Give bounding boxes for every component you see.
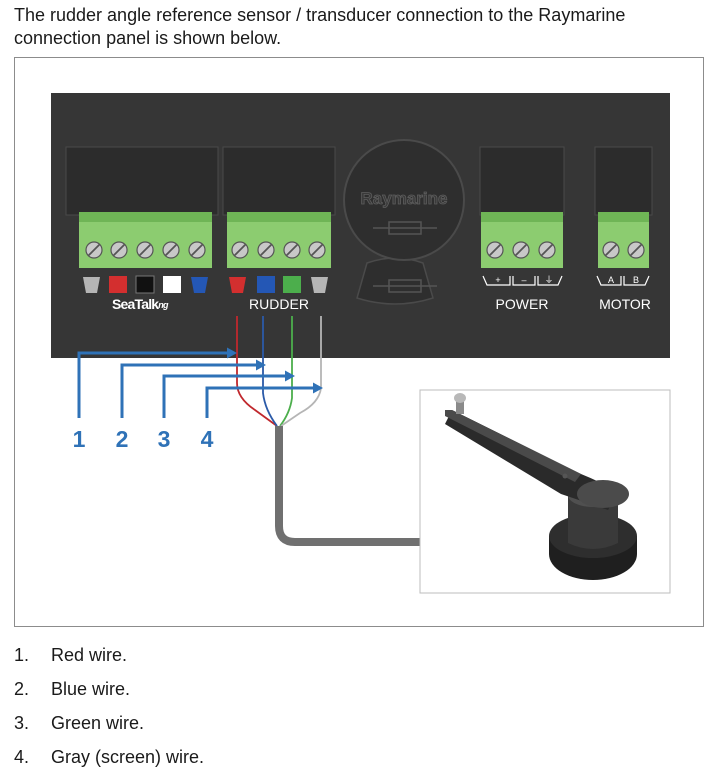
diagram-drawing: Raymarine SeaTalkng — [51, 93, 671, 594]
callout-4: 4 — [201, 426, 214, 452]
callout-arrow-1 — [227, 347, 237, 359]
blue-wire — [262, 316, 278, 427]
raymarine-logo-badge: Raymarine — [343, 139, 465, 305]
legend-item: 2. Blue wire. — [14, 672, 204, 706]
power-housing — [479, 146, 565, 216]
power-terminal-minus: – — [521, 275, 526, 285]
sensor-cable — [275, 426, 421, 546]
callout-arrow-4 — [313, 382, 323, 394]
rudder-label: RUDDER — [249, 296, 309, 312]
legend-text: Green wire. — [51, 713, 145, 733]
legend-text: Gray (screen) wire. — [51, 747, 205, 767]
green-wire — [279, 316, 293, 427]
motor-terminal-a: A — [608, 275, 614, 285]
legend-item: 3. Green wire. — [14, 706, 204, 740]
rudder-sensor-illustration — [419, 389, 671, 594]
legend-number: 4. — [14, 747, 30, 767]
intro-text: The rudder angle reference sensor / tran… — [14, 5, 626, 48]
wire-legend: 1. Red wire. 2. Blue wire. 3. Green wire. 4… — [14, 638, 204, 774]
connection-diagram: Raymarine SeaTalkng — [14, 57, 704, 627]
seatalk-housing — [65, 146, 219, 216]
rudder-terminal-block — [227, 212, 331, 293]
seatalk-label: SeaTalkng — [112, 296, 169, 312]
callout-arrow-2 — [256, 359, 266, 371]
callout-arrow-3 — [285, 370, 295, 382]
callout-leaders — [77, 351, 315, 418]
power-label: POWER — [496, 296, 549, 312]
rudder-housing — [222, 146, 336, 216]
legend-number: 3. — [14, 713, 30, 733]
legend-number: 1. — [14, 645, 30, 665]
power-terminal-block: + – ⏚ — [481, 212, 563, 286]
motor-housing — [594, 146, 653, 216]
power-terminal-plus: + — [495, 275, 500, 285]
legend-text: Red wire. — [51, 645, 128, 665]
motor-terminal-b: B — [633, 275, 639, 285]
legend-text: Blue wire. — [51, 679, 131, 699]
motor-label: MOTOR — [599, 296, 651, 312]
legend-number: 2. — [14, 679, 30, 699]
callout-1: 1 — [73, 426, 86, 452]
callout-2: 2 — [116, 426, 129, 452]
legend-item: 1. Red wire. — [14, 638, 204, 672]
seatalk-terminal-block — [79, 212, 212, 294]
callout-3: 3 — [158, 426, 171, 452]
motor-terminal-block: A B — [596, 212, 650, 286]
power-terminal-ground: ⏚ — [544, 275, 553, 285]
brand-logo-text: Raymarine — [361, 189, 448, 208]
legend-item: 4. Gray (screen) wire. — [14, 740, 204, 774]
red-wire — [236, 316, 278, 427]
